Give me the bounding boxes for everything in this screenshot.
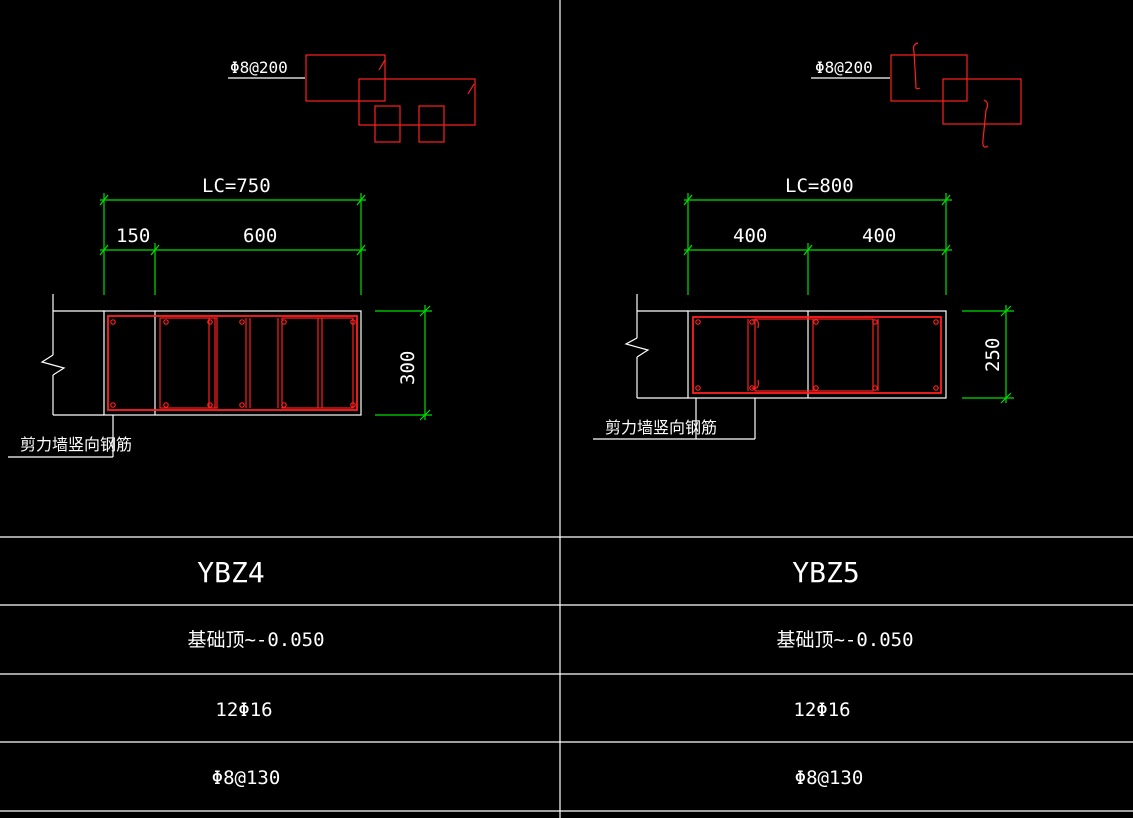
rebar-dot [281, 402, 287, 408]
right-lc-label: LC=800 [785, 175, 854, 197]
rebar-dots [110, 319, 356, 408]
stirrup-loop [305, 54, 386, 102]
rebar-dot [163, 402, 169, 408]
tie-loop [374, 105, 401, 143]
tie-hook [982, 99, 989, 148]
schedule-table: YBZ4 YBZ5 基础顶~-0.050 基础顶~-0.050 12Φ16 12… [187, 556, 913, 789]
left-stirrup: Φ8@130 [212, 767, 281, 789]
rebar-dot [872, 319, 878, 325]
left-longitudinal: 12Φ16 [215, 699, 272, 721]
right-detail: Φ8@200 LC=800 400 400 2 [593, 42, 1022, 440]
tick [356, 244, 366, 256]
tick [941, 194, 951, 206]
right-wall-note: 剪力墙竖向钢筋 [605, 418, 717, 437]
left-detail: Φ8@200 LC=750 150 600 [8, 54, 476, 458]
inner-stirrup [159, 317, 218, 409]
tick [1000, 305, 1012, 317]
tick [150, 244, 160, 256]
hook [751, 379, 759, 389]
left-wall-note: 剪力墙竖向钢筋 [20, 435, 132, 454]
tick [683, 194, 693, 206]
tick [941, 244, 951, 256]
left-lc-label: LC=750 [202, 175, 271, 197]
rebar-dot [749, 319, 755, 325]
tick [1000, 392, 1012, 404]
break-line [40, 354, 66, 376]
left-seg1-label: 150 [116, 225, 150, 247]
rebar-dot [813, 385, 819, 391]
rebar-dot [872, 385, 878, 391]
right-tie-detail: Φ8@200 [811, 42, 1022, 148]
rebar-dot [350, 319, 356, 325]
hook [378, 59, 386, 71]
rebar-dot [933, 319, 939, 325]
rebar-dot [110, 402, 116, 408]
rebar-dot [695, 385, 701, 391]
rebar-dot [207, 402, 213, 408]
column-outline [687, 310, 947, 399]
tick [99, 244, 109, 256]
tick [99, 194, 109, 206]
right-section: 剪力墙竖向钢筋 [593, 294, 947, 440]
rebar-dot [163, 319, 169, 325]
stirrup-loop [358, 78, 476, 126]
right-elevation: 基础顶~-0.050 [776, 629, 913, 651]
right-mark: YBZ5 [792, 556, 859, 589]
left-dimensions: LC=750 150 600 300 [99, 175, 432, 421]
outer-stirrup [107, 315, 358, 411]
rebar-dot [749, 385, 755, 391]
right-seg1-label: 400 [733, 225, 767, 247]
tie-loop [418, 105, 445, 143]
rebar-dot [933, 385, 939, 391]
right-tie-label: Φ8@200 [815, 58, 873, 77]
hook [467, 83, 475, 95]
tick [356, 194, 366, 206]
column-outline [103, 310, 362, 416]
tick [683, 244, 693, 256]
rebar-dot [350, 402, 356, 408]
tie-hook [912, 42, 921, 90]
right-longitudinal: 12Φ16 [793, 699, 850, 721]
tick [419, 409, 431, 421]
rebar-dot [695, 319, 701, 325]
break-line [624, 337, 650, 358]
left-section: 剪力墙竖向钢筋 [8, 294, 362, 458]
rebar-dot [281, 319, 287, 325]
tick [419, 305, 431, 317]
left-elevation: 基础顶~-0.050 [187, 629, 324, 651]
right-dimensions: LC=800 400 400 250 [683, 175, 1014, 404]
tick [803, 244, 813, 256]
rebar-dot [239, 319, 245, 325]
rebar-dot [207, 319, 213, 325]
left-tie-detail: Φ8@200 [228, 54, 476, 143]
rebar-dot [813, 319, 819, 325]
left-seg2-label: 600 [243, 225, 277, 247]
stirrup-loop [942, 78, 1022, 125]
inner-stirrup [754, 318, 874, 392]
right-stirrup: Φ8@130 [795, 767, 864, 789]
rebar-dots [695, 319, 939, 391]
rebar-dot [239, 402, 245, 408]
outer-stirrup [692, 316, 942, 394]
left-mark: YBZ4 [197, 556, 264, 589]
left-tie-label: Φ8@200 [230, 58, 288, 77]
right-height-label: 250 [982, 338, 1004, 372]
left-height-label: 300 [397, 351, 419, 385]
right-seg2-label: 400 [862, 225, 896, 247]
stirrup-loop [890, 54, 968, 102]
rebar-dot [110, 319, 116, 325]
